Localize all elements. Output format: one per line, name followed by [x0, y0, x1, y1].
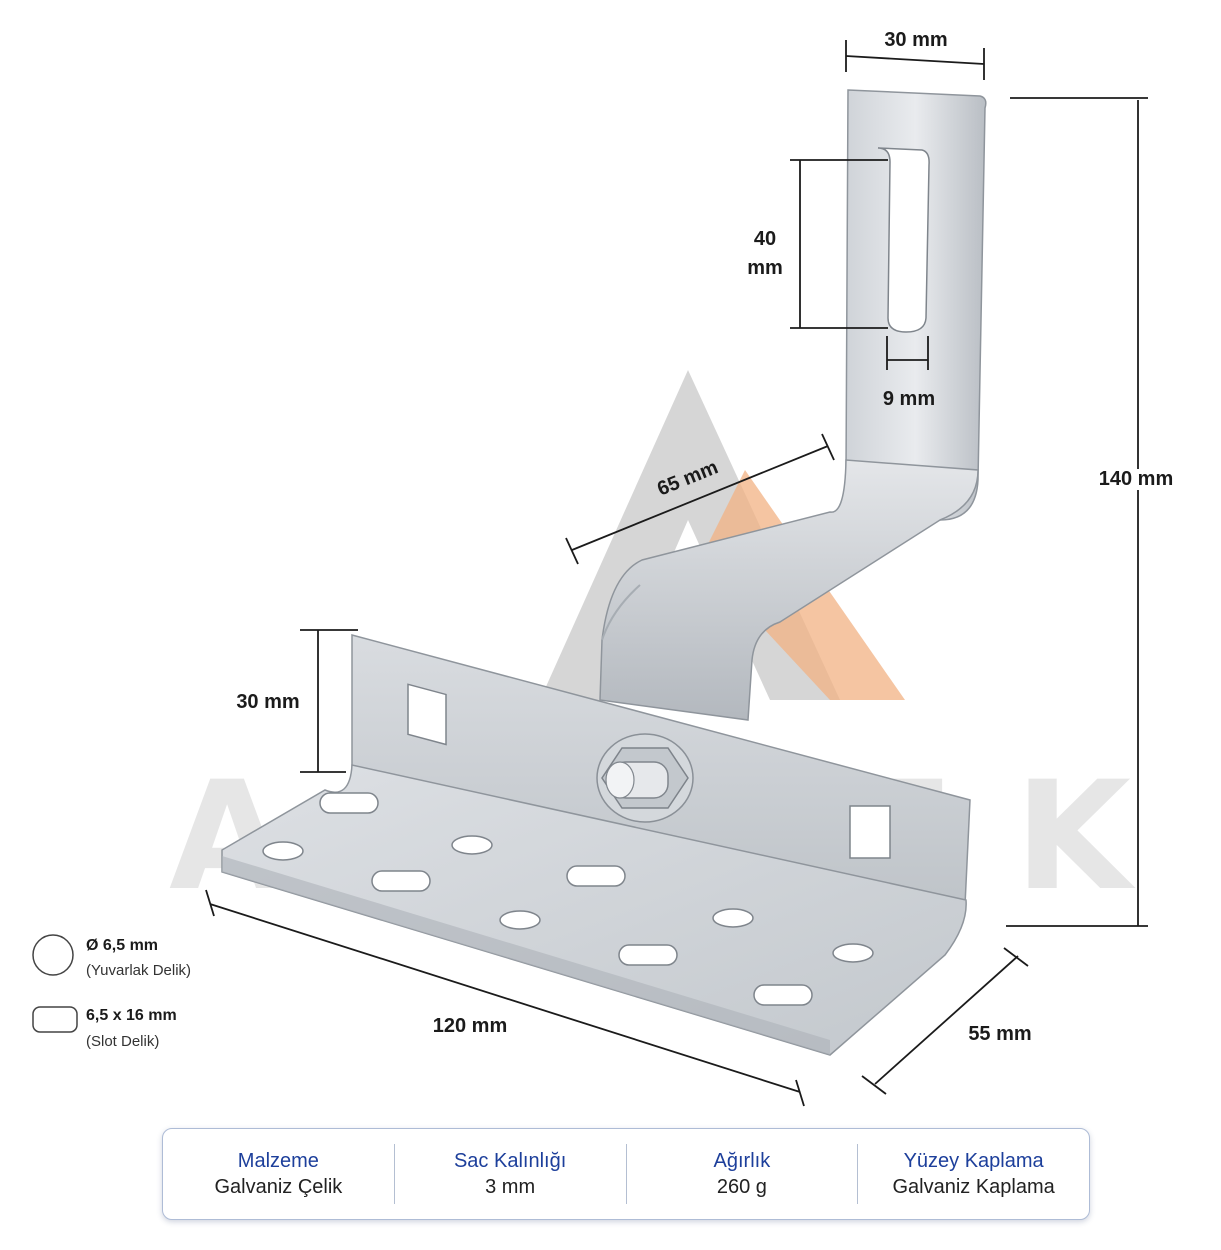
spec-label: Ağırlık	[713, 1150, 771, 1172]
spec-value: 260 g	[716, 1176, 767, 1198]
round-hole-name: (Yuvarlak Delik)	[86, 962, 191, 979]
dim-slot-length-1: 40	[754, 228, 776, 250]
spec-table: Malzeme Galvaniz Çelik Sac Kalınlığı 3 m…	[162, 1128, 1090, 1220]
dim-slot-length-2: mm	[747, 257, 783, 279]
spec-label: Yüzey Kaplama	[903, 1150, 1044, 1172]
slot-hole-size: 6,5 x 16 mm	[86, 1007, 177, 1024]
bracket-diagram: ARTVEK	[32, 29, 1174, 1107]
spec-label: Malzeme	[237, 1150, 319, 1172]
bolt-assembly	[596, 733, 694, 823]
spec-value: 3 mm	[485, 1176, 536, 1198]
dim-base-height: 30 mm	[236, 691, 299, 713]
dim-base-length: 120 mm	[433, 1015, 508, 1037]
upright-plate	[844, 89, 987, 521]
dim-top-width: 30 mm	[884, 29, 947, 51]
round-hole-size: Ø 6,5 mm	[86, 937, 158, 954]
dim-slot-width: 9 mm	[883, 388, 935, 410]
base-holes	[262, 792, 874, 1006]
square-hole-left	[407, 683, 447, 746]
spec-label: Sac Kalınlığı	[453, 1150, 567, 1172]
spec-value: Galvaniz Kaplama	[892, 1176, 1055, 1198]
dim-line-top-width	[845, 55, 985, 65]
spec-thickness: Sac Kalınlığı 3 mm	[393, 1144, 626, 1204]
dimension-lines	[205, 40, 1148, 1107]
vertical-slot	[877, 147, 930, 333]
slot-hole-name: (Slot Delik)	[86, 1033, 159, 1050]
spec-value: Galvaniz Çelik	[214, 1176, 343, 1198]
bracket-arm	[599, 459, 979, 721]
dim-line-arm-length	[571, 445, 829, 551]
hole-legend: Ø 6,5 mm (Yuvarlak Delik) 6,5 x 16 mm (S…	[32, 934, 191, 1050]
dim-line-base-depth	[874, 955, 1019, 1085]
spec-weight: Ağırlık 260 g	[625, 1144, 858, 1204]
dim-total-height: 140 mm	[1099, 468, 1174, 490]
spec-material: Malzeme Galvaniz Çelik	[163, 1144, 394, 1204]
dim-base-depth: 55 mm	[968, 1023, 1031, 1045]
round-hole-icon	[32, 934, 74, 976]
square-hole-right	[849, 805, 891, 859]
dim-line-base-length	[209, 903, 801, 1093]
base-floor	[221, 764, 967, 1056]
slot-hole-icon	[32, 1006, 78, 1033]
spec-coating: Yüzey Kaplama Galvaniz Kaplama	[857, 1144, 1089, 1204]
